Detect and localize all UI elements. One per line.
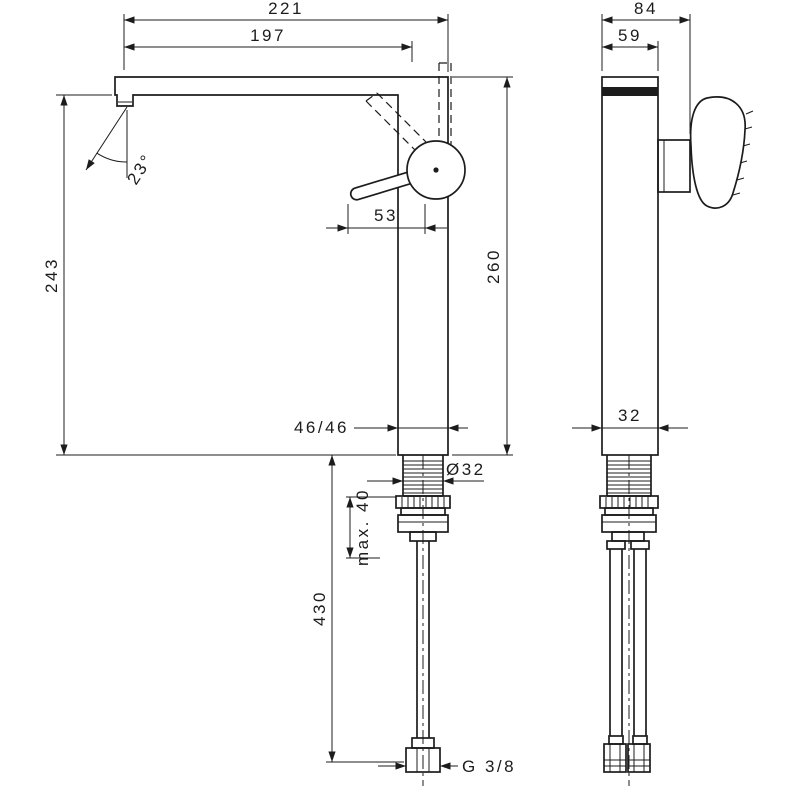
side-hose-end-detail [604, 744, 650, 772]
side-body [601, 76, 659, 456]
dim-label-spray-angle: 23° [123, 150, 157, 188]
side-handle-block [657, 139, 691, 193]
hose-end-facets [416, 748, 430, 772]
side-hose-end-collar-2 [632, 735, 648, 745]
side-supply-hoses [609, 549, 647, 736]
ext-deck-thickness [346, 496, 396, 559]
ext-body-height [452, 76, 513, 456]
ext-total-width [123, 14, 449, 72]
dim-label-connection-thread: G 3/8 [462, 757, 516, 776]
cartridge-dashed [438, 62, 452, 145]
side-hose-end-nut-1 [603, 743, 627, 773]
spout-body-outline [114, 76, 449, 456]
dim-label-body-height: 260 [484, 248, 503, 284]
ext-side-total-depth [601, 14, 691, 134]
lever-raised-dashed [365, 92, 427, 151]
side-hose-connector-1 [606, 540, 626, 550]
dim-label-spout-height: 243 [42, 257, 61, 293]
dim-label-side-total-depth: 84 [634, 0, 658, 18]
spray-angle-line [85, 106, 128, 171]
dim-label-spout-reach: 197 [250, 26, 286, 45]
side-lever-hatch [732, 110, 754, 196]
dim-label-body-section: 46/46 [294, 418, 349, 437]
flange-hatch [401, 497, 445, 507]
side-lever-handle [689, 96, 746, 209]
dim-label-lever-length: 53 [374, 206, 398, 225]
dim-label-shank-diameter: Ø32 [446, 460, 486, 479]
front-view [85, 62, 466, 786]
dim-label-side-base-width: 32 [618, 406, 642, 425]
side-hose-top-collar [611, 531, 645, 542]
supply-hose [416, 541, 430, 738]
side-flange-hatch [605, 497, 649, 507]
dim-label-total-width: 221 [268, 0, 304, 18]
dim-label-deck-thickness: max. 40 [353, 488, 372, 566]
dim-label-hose-length: 430 [310, 590, 329, 626]
side-top-band [602, 87, 658, 96]
spray-angle-arc [96, 152, 128, 163]
handle-pivot-dot [433, 167, 439, 173]
dimensions: 221 197 84 59 23° 243 53 260 46/46 [42, 0, 691, 776]
dim-label-side-body-depth: 59 [618, 26, 642, 45]
side-hose-end-collar-1 [608, 735, 624, 745]
side-hose-end-nut-2 [627, 743, 651, 773]
side-view [599, 76, 754, 786]
side-hose-connector-2 [630, 540, 650, 550]
ext-spout-height [56, 94, 396, 456]
